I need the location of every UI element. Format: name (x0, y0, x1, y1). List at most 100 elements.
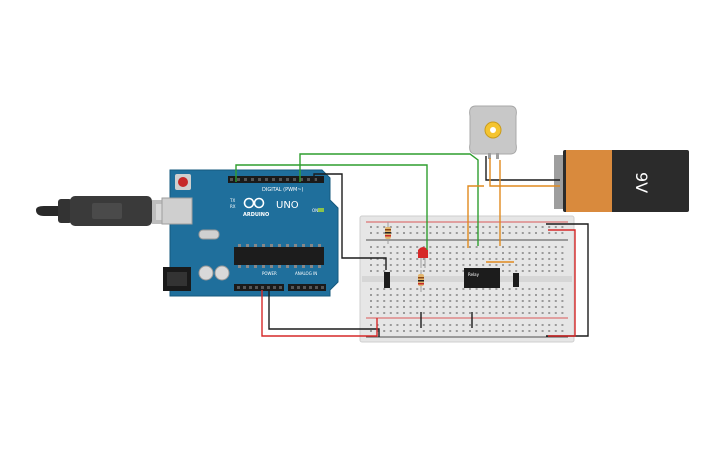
breadboard-hole[interactable] (561, 232, 564, 234)
breadboard-hole[interactable] (383, 312, 386, 314)
breadboard-hole[interactable] (449, 252, 452, 254)
breadboard-hole[interactable] (495, 306, 498, 308)
breadboard-hole[interactable] (442, 252, 445, 254)
breadboard-hole[interactable] (475, 294, 478, 296)
breadboard-hole[interactable] (383, 306, 386, 308)
breadboard-hole[interactable] (528, 252, 531, 254)
breadboard-hole[interactable] (370, 264, 372, 266)
breadboard-hole[interactable] (422, 288, 425, 290)
breadboard-hole[interactable] (416, 324, 419, 326)
breadboard-hole[interactable] (442, 324, 445, 326)
breadboard-hole[interactable] (528, 258, 531, 260)
breadboard-hole[interactable] (396, 306, 399, 308)
breadboard-hole[interactable] (561, 294, 564, 296)
breadboard-hole[interactable] (416, 252, 419, 254)
diode[interactable] (513, 273, 519, 287)
breadboard-hole[interactable] (462, 232, 465, 234)
breadboard-hole[interactable] (422, 246, 425, 248)
breadboard-hole[interactable] (449, 324, 452, 326)
breadboard-hole[interactable] (495, 330, 498, 332)
breadboard-hole[interactable] (475, 264, 478, 266)
breadboard-hole[interactable] (561, 264, 564, 266)
breadboard-hole[interactable] (502, 246, 504, 248)
breadboard-hole[interactable] (482, 232, 485, 234)
breadboard-hole[interactable] (469, 252, 471, 254)
breadboard-hole[interactable] (495, 324, 498, 326)
breadboard-hole[interactable] (541, 232, 544, 234)
breadboard-hole[interactable] (554, 252, 557, 254)
breadboard-hole[interactable] (528, 288, 531, 290)
analog-pin-header[interactable] (288, 284, 326, 291)
breadboard-hole[interactable] (554, 306, 557, 308)
breadboard-hole[interactable] (469, 330, 471, 332)
breadboard-hole[interactable] (436, 246, 438, 248)
breadboard-hole[interactable] (455, 252, 458, 254)
push-button[interactable] (384, 272, 390, 288)
breadboard-hole[interactable] (521, 270, 524, 272)
breadboard-hole[interactable] (502, 330, 504, 332)
breadboard-hole[interactable] (376, 264, 379, 266)
breadboard-hole[interactable] (488, 306, 491, 308)
breadboard-hole[interactable] (442, 226, 445, 228)
breadboard-hole[interactable] (436, 324, 438, 326)
breadboard-hole[interactable] (469, 288, 471, 290)
breadboard-hole[interactable] (462, 246, 465, 248)
breadboard-hole[interactable] (422, 226, 425, 228)
breadboard-hole[interactable] (548, 264, 551, 266)
breadboard-hole[interactable] (561, 270, 564, 272)
breadboard-hole[interactable] (416, 246, 419, 248)
breadboard-hole[interactable] (541, 264, 544, 266)
breadboard-hole[interactable] (396, 330, 399, 332)
breadboard-hole[interactable] (554, 258, 557, 260)
breadboard-hole[interactable] (515, 294, 518, 296)
breadboard-hole[interactable] (541, 330, 544, 332)
breadboard-hole[interactable] (482, 324, 485, 326)
breadboard-hole[interactable] (403, 258, 405, 260)
breadboard-hole[interactable] (455, 258, 458, 260)
breadboard-hole[interactable] (535, 306, 537, 308)
breadboard-hole[interactable] (462, 258, 465, 260)
breadboard-holes[interactable] (370, 226, 564, 332)
breadboard-hole[interactable] (495, 288, 498, 290)
breadboard-hole[interactable] (376, 232, 379, 234)
breadboard-hole[interactable] (502, 226, 504, 228)
breadboard-hole[interactable] (488, 246, 491, 248)
breadboard-hole[interactable] (403, 264, 405, 266)
breadboard-hole[interactable] (548, 252, 551, 254)
breadboard-hole[interactable] (502, 232, 504, 234)
breadboard-hole[interactable] (508, 330, 511, 332)
breadboard-hole[interactable] (561, 300, 564, 302)
breadboard-hole[interactable] (502, 294, 504, 296)
breadboard-hole[interactable] (469, 258, 471, 260)
breadboard-hole[interactable] (548, 246, 551, 248)
breadboard-hole[interactable] (383, 258, 386, 260)
breadboard-hole[interactable] (376, 258, 379, 260)
breadboard-hole[interactable] (455, 306, 458, 308)
breadboard-hole[interactable] (396, 246, 399, 248)
breadboard-hole[interactable] (469, 312, 471, 314)
breadboard-hole[interactable] (541, 324, 544, 326)
breadboard-hole[interactable] (442, 312, 445, 314)
breadboard-hole[interactable] (449, 232, 452, 234)
breadboard-hole[interactable] (488, 324, 491, 326)
breadboard-hole[interactable] (469, 226, 471, 228)
breadboard-hole[interactable] (541, 258, 544, 260)
breadboard-hole[interactable] (462, 330, 465, 332)
breadboard-hole[interactable] (548, 300, 551, 302)
breadboard-hole[interactable] (482, 294, 485, 296)
breadboard-hole[interactable] (482, 330, 485, 332)
breadboard-hole[interactable] (396, 324, 399, 326)
breadboard-hole[interactable] (469, 246, 471, 248)
breadboard-hole[interactable] (541, 306, 544, 308)
breadboard-hole[interactable] (488, 300, 491, 302)
breadboard-hole[interactable] (376, 312, 379, 314)
breadboard-hole[interactable] (541, 312, 544, 314)
breadboard-hole[interactable] (370, 226, 372, 228)
breadboard-hole[interactable] (383, 300, 386, 302)
breadboard-hole[interactable] (396, 270, 399, 272)
breadboard-hole[interactable] (442, 258, 445, 260)
breadboard-hole[interactable] (429, 252, 432, 254)
breadboard-hole[interactable] (495, 258, 498, 260)
breadboard-hole[interactable] (376, 306, 379, 308)
breadboard-hole[interactable] (370, 306, 372, 308)
